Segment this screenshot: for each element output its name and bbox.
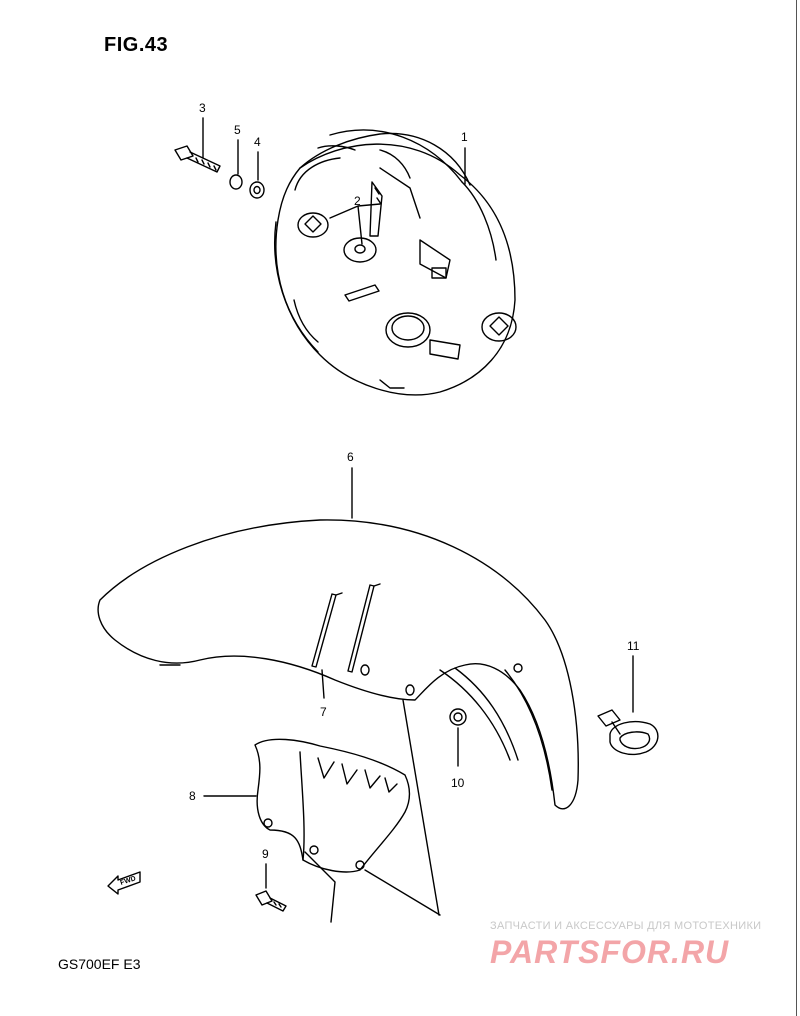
fwd-label: FWD [119,875,136,887]
callout-2: 2 [354,194,361,208]
front-fender [97,519,579,810]
callout-5: 5 [234,123,241,137]
figure-title: FIG.43 [104,34,169,56]
grommet-10 [449,708,467,726]
callout-10: 10 [451,776,465,790]
callout-11: 11 [627,639,640,653]
page-edge [794,0,800,1016]
callout-7: 7 [320,705,327,719]
splash-guard-8 [254,738,411,873]
reflector-11 [597,709,659,756]
bolt-9 [255,890,287,912]
callout-6: 6 [347,450,354,464]
callout-3: 3 [199,101,206,115]
callout-4: 4 [254,135,261,149]
callout-9: 9 [262,847,269,861]
watermark-logo: PARTSFOR.RU [490,934,730,970]
callout-8: 8 [189,789,196,803]
headlight-housing [274,129,517,396]
callout-1: 1 [461,130,468,144]
lock-washer-5 [229,174,243,190]
model-code: GS700EF E3 [58,956,141,972]
leader-7 [321,669,325,699]
bolt-3 [174,145,221,173]
fwd-arrow-icon: FWD [107,871,141,895]
washer-4 [249,181,265,199]
watermark-tagline: ЗАПЧАСТИ И АКСЕССУАРЫ ДЛЯ МОТОТЕХНИКИ [490,920,762,932]
leader-2 [329,203,381,245]
